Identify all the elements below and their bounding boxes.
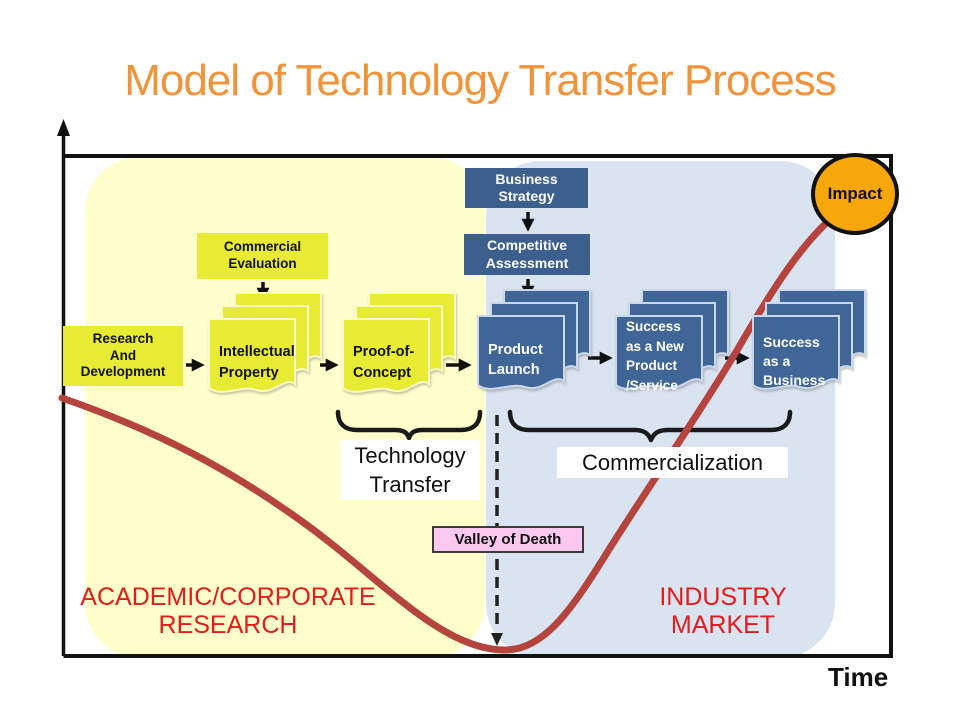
research-line1: Research	[92, 330, 154, 346]
proof-of-concept-line2: Concept	[353, 365, 411, 381]
competitive-assessment-line2: Assessment	[485, 254, 569, 271]
success-business-label: Success as a Business	[763, 333, 825, 390]
commercialization-label: Commercialization	[557, 447, 788, 478]
business-strategy-box: Business Strategy	[465, 168, 588, 208]
success-new-product-label: Success as a New Product /Service	[626, 317, 684, 395]
industry-market-line1: INDUSTRY	[659, 583, 787, 611]
valley-curve	[58, 203, 849, 654]
product-launch-label: Product Launch	[488, 340, 543, 380]
research-line3: Development	[80, 364, 166, 380]
academic-research-line2: RESEARCH	[158, 611, 298, 639]
academic-research-line1: ACADEMIC/CORPORATE	[80, 583, 376, 611]
success-business-line2: as a	[763, 353, 791, 369]
intellectual-property-line2: Property	[219, 365, 279, 381]
impact-circle: Impact	[811, 153, 899, 235]
research-development-box: Research And Development	[63, 326, 183, 386]
technology-transfer-brace	[335, 409, 483, 441]
intellectual-property-line1: Intellectual	[219, 344, 295, 360]
technology-transfer-line1: Technology	[354, 443, 466, 468]
success-business-line1: Success	[763, 334, 820, 350]
impact-label: Impact	[827, 184, 883, 203]
chart-frame-border	[63, 154, 893, 658]
time-axis-label: Time	[828, 662, 889, 692]
competitive-assessment-box: Competitive Assessment	[464, 234, 590, 275]
success-business-line3: Business	[763, 372, 826, 388]
business-strategy-line2: Strategy	[498, 188, 555, 204]
research-line2: And	[109, 347, 137, 363]
academic-research-label: ACADEMIC/CORPORATE RESEARCH	[68, 583, 388, 639]
success-new-product-line3: Product	[626, 358, 678, 373]
technology-transfer-label: Technology Transfer	[340, 440, 480, 500]
business-strategy-line1: Business	[495, 170, 558, 187]
valley-dashed-arrowhead-icon	[491, 633, 503, 646]
commercial-evaluation-line1: Commercial	[223, 239, 302, 255]
success-new-product-line4: /Service	[626, 377, 678, 393]
success-new-product-line1: Success	[626, 319, 681, 334]
technology-transfer-line2: Transfer	[369, 472, 451, 497]
product-launch-line1: Product	[488, 342, 543, 358]
proof-of-concept-label: Proof-of- Concept	[353, 342, 414, 384]
success-new-product-stack	[615, 289, 729, 390]
industry-market-line2: MARKET	[670, 611, 776, 639]
proof-of-concept-stack	[342, 292, 456, 393]
proof-of-concept-line1: Proof-of-	[353, 344, 415, 360]
success-new-product-line2: as a New	[626, 338, 684, 354]
product-launch-line2: Launch	[488, 362, 540, 378]
y-axis-arrowhead-icon	[57, 119, 70, 136]
commercial-evaluation-box: Commercial Evaluation	[197, 233, 328, 279]
industry-market-label: INDUSTRY MARKET	[628, 583, 818, 639]
commercialization-brace	[507, 409, 793, 443]
commercial-evaluation-line2: Evaluation	[228, 256, 297, 271]
competitive-assessment-line1: Competitive	[486, 237, 568, 253]
success-business-stack	[752, 289, 866, 390]
product-launch-stack	[477, 289, 591, 390]
intellectual-property-label: Intellectual Property	[219, 342, 295, 384]
valley-of-death-label: Valley of Death	[432, 526, 584, 553]
intellectual-property-stack	[208, 292, 322, 393]
page-title: Model of Technology Transfer Process	[124, 56, 837, 105]
